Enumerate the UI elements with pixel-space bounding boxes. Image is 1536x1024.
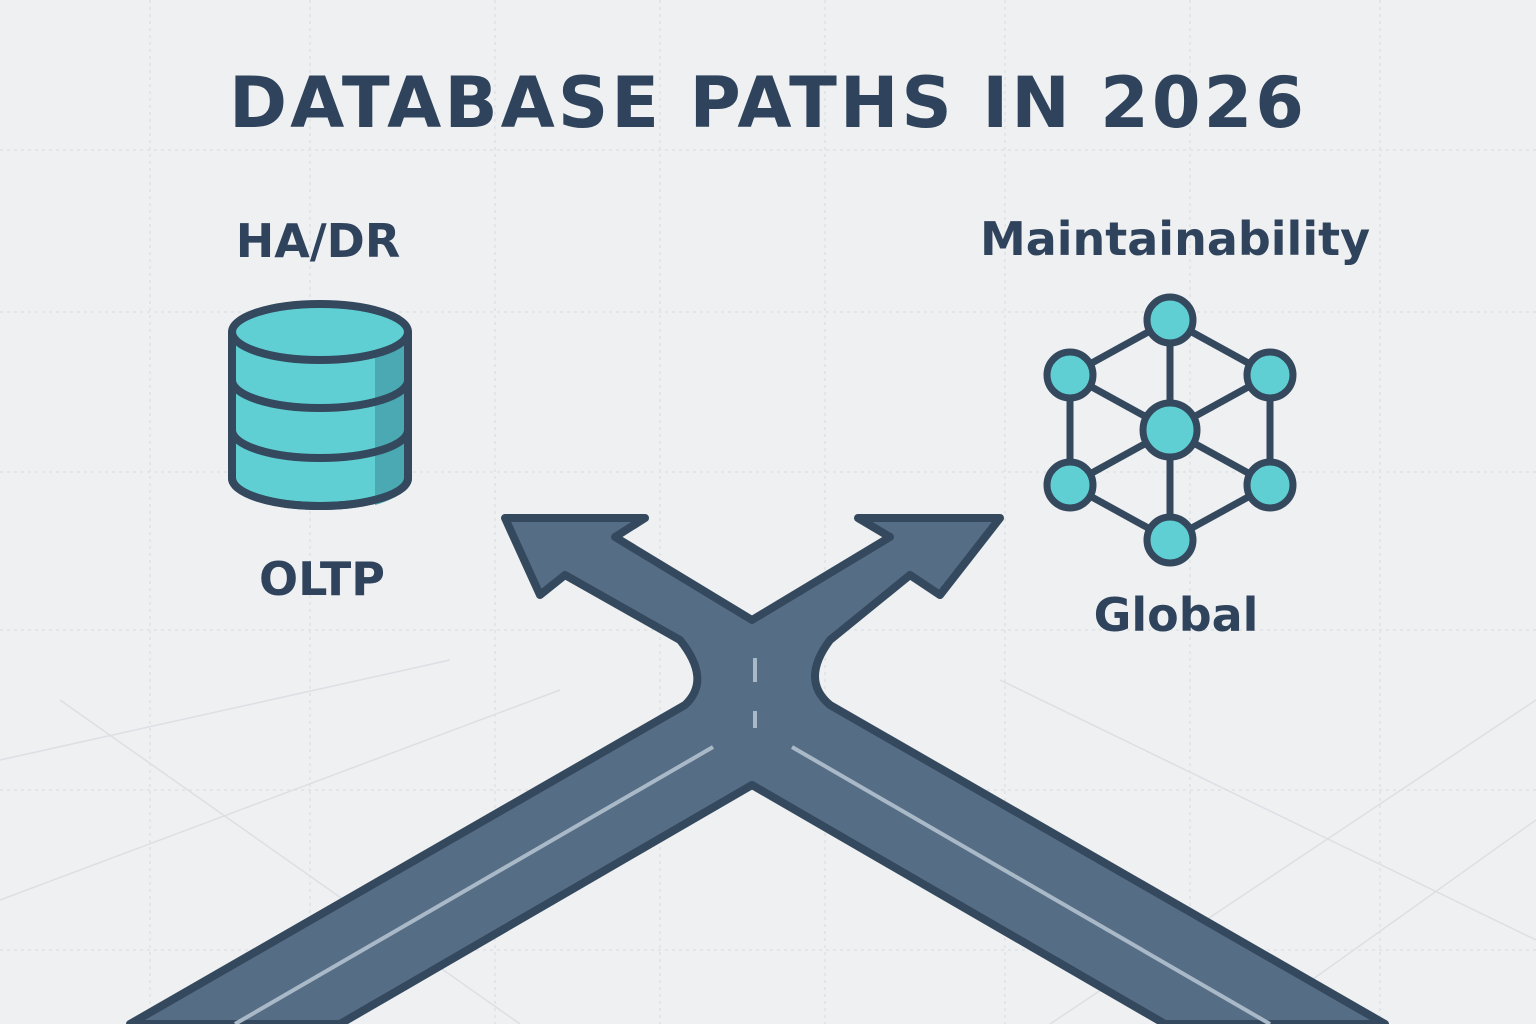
label-oltp: OLTP: [259, 552, 385, 606]
network-icon: [1043, 293, 1297, 567]
lane-markings: [233, 658, 1272, 1024]
label-ha-dr: HA/DR: [235, 214, 401, 268]
forked-road: [126, 514, 1389, 1024]
label-maintainability: Maintainability: [979, 212, 1371, 266]
database-icon: [228, 300, 412, 510]
label-global: Global: [1093, 588, 1259, 642]
page-title: DATABASE PATHS IN 2026: [228, 62, 1308, 144]
